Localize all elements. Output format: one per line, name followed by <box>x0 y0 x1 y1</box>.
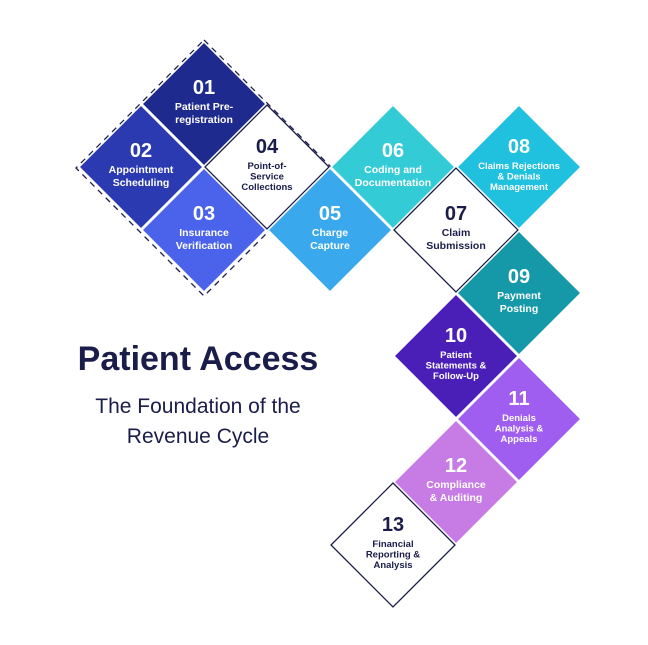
step-09-label-line: Posting <box>500 303 539 315</box>
step-10-diamond <box>392 292 520 420</box>
step-11-diamond <box>455 355 583 483</box>
step-08-diamond <box>455 103 583 231</box>
step-10-number: 10 <box>445 325 467 347</box>
step-12-label-line: Compliance <box>426 479 486 491</box>
step-12-number: 12 <box>445 455 467 477</box>
step-06-diamond <box>329 103 457 231</box>
subtitle-line-1: The Foundation of the <box>95 395 301 418</box>
step-11-label-line: Analysis & <box>495 424 544 435</box>
step-05-label-line: Capture <box>310 240 350 252</box>
step-11-label-line: Appeals <box>501 434 538 445</box>
step-08-label-line: Claims Rejections <box>478 161 560 172</box>
step-10-label-line: Follow-Up <box>433 371 479 382</box>
step-04-diamond <box>204 104 330 230</box>
step-04-label-line: Service <box>250 172 284 183</box>
step-03-diamond <box>140 166 268 294</box>
step-01-label-line: registration <box>175 114 233 126</box>
heading-subtitle: The Foundation of the Revenue Cycle <box>0 392 396 452</box>
step-02-diamond <box>77 103 205 231</box>
step-07-label-line: Claim <box>442 227 471 239</box>
step-13-number: 13 <box>382 514 404 536</box>
step-13-label-line: Analysis <box>373 560 412 571</box>
step-11-label-line: Denials <box>502 413 536 424</box>
step-03-label-line: Verification <box>176 240 233 252</box>
step-13-diamond <box>330 482 456 608</box>
step-08-label-line: Management <box>490 182 549 193</box>
step-07-diamond <box>393 167 519 293</box>
step-01-number: 01 <box>193 77 215 99</box>
step-02-label-line: Scheduling <box>113 177 170 189</box>
heading-title: Patient Access <box>77 340 319 378</box>
step-02-number: 02 <box>130 140 152 162</box>
step-09-number: 09 <box>508 266 530 288</box>
step-12-label-line: & Auditing <box>430 492 483 504</box>
step-05-label-line: Charge <box>312 227 348 239</box>
step-01-label-line: Patient Pre- <box>175 101 234 113</box>
step-01-diamond <box>140 40 268 168</box>
step-09-label-line: Payment <box>497 290 541 302</box>
step-10-label-line: Statements & <box>426 361 487 372</box>
step-05-diamond <box>266 166 394 294</box>
step-13-label-line: Financial <box>372 539 413 550</box>
step-04-label-line: Point-of- <box>247 161 286 172</box>
step-08-label-line: & Denials <box>497 172 540 183</box>
step-06-label-line: Documentation <box>355 177 431 189</box>
subtitle-line-2: Revenue Cycle <box>126 425 270 448</box>
step-13-label-line: Reporting & <box>366 550 420 561</box>
step-05-number: 05 <box>319 203 341 225</box>
step-07-number: 07 <box>445 203 467 225</box>
step-08-number: 08 <box>508 136 530 158</box>
step-11-number: 11 <box>508 388 529 410</box>
step-09-diamond <box>455 229 583 357</box>
step-06-number: 06 <box>382 140 404 162</box>
step-04-label-line: Collections <box>241 182 292 193</box>
step-03-number: 03 <box>193 203 215 225</box>
step-02-label-line: Appointment <box>109 164 174 176</box>
step-04-number: 04 <box>256 136 279 158</box>
step-03-label-line: Insurance <box>179 227 229 239</box>
step-06-label-line: Coding and <box>364 164 422 176</box>
step-12-diamond <box>392 418 520 546</box>
step-10-label-line: Patient <box>440 350 473 361</box>
step-07-label-line: Submission <box>426 240 486 252</box>
